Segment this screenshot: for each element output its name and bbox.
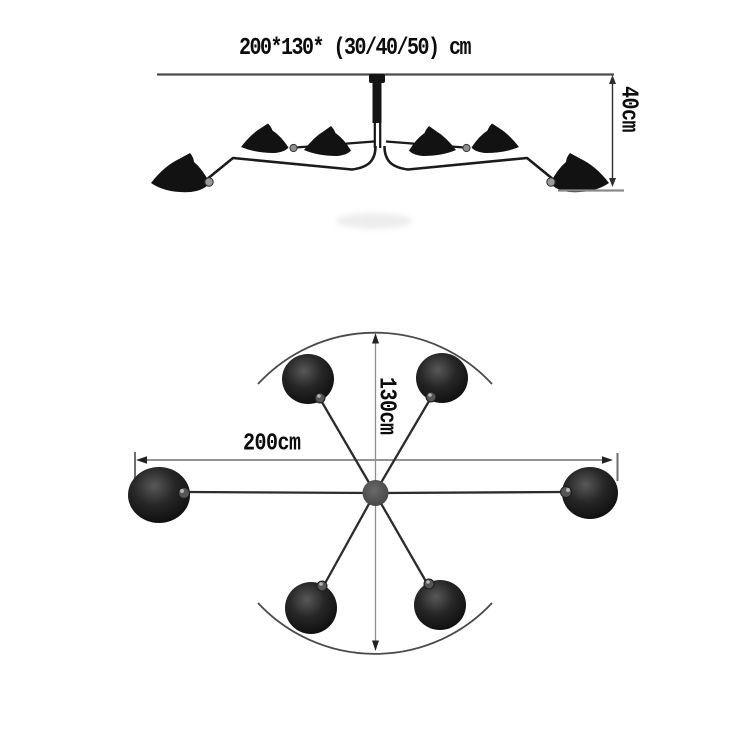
size-title-label: 200*130* (30/40/50) cm xyxy=(239,34,472,63)
plan-lamp-heads xyxy=(128,353,618,634)
lamp-shades-left xyxy=(151,123,351,193)
head-joint xyxy=(425,391,437,403)
faint-watermark-smudge xyxy=(336,213,412,229)
center-hub xyxy=(362,480,389,506)
lamp-head-ball xyxy=(285,582,337,634)
arm-joint-ball xyxy=(204,177,214,187)
swing-arc-bottom xyxy=(257,602,493,655)
arm-joint-ball xyxy=(289,143,298,153)
duckbill-shade-icon xyxy=(409,126,456,156)
plan-head-joints xyxy=(178,391,572,592)
dimension-arrow-left xyxy=(136,456,147,464)
arm-joint-ball xyxy=(546,177,556,187)
depth-dimension-label: 130cm xyxy=(372,377,400,435)
lamp-plan-view xyxy=(128,331,619,655)
head-joint xyxy=(560,486,572,498)
head-joint xyxy=(316,580,328,592)
lamp-head-ball xyxy=(128,467,190,523)
spoke-arm xyxy=(374,490,565,495)
dimension-arrow-down xyxy=(609,178,616,187)
duckbill-shade-icon xyxy=(241,123,289,153)
lamp-stem xyxy=(369,74,385,148)
duckbill-shade-icon xyxy=(471,123,519,153)
head-joint xyxy=(314,392,326,404)
dimension-arrow-right xyxy=(602,456,613,464)
arm-joint-ball xyxy=(462,143,471,153)
duckbill-shade-icon xyxy=(304,126,351,156)
swing-arc-top xyxy=(257,331,493,385)
dimension-arrow-down xyxy=(372,640,379,651)
spoke-arm xyxy=(321,492,377,588)
width-dimension-label: 200cm xyxy=(243,430,301,458)
plan-spokes xyxy=(187,395,565,588)
spoke-arm xyxy=(318,396,376,494)
spoke-arm xyxy=(187,490,376,495)
lamp-head-ball xyxy=(562,467,618,519)
head-joint xyxy=(178,487,190,499)
lamp-side-view xyxy=(151,73,624,229)
spoke-arm xyxy=(374,492,429,586)
width-dimension xyxy=(134,452,619,481)
dimension-arrow-up xyxy=(609,75,616,84)
height-dimension-label: 40cm xyxy=(614,86,642,133)
duckbill-shade-icon xyxy=(151,153,210,193)
lamp-arms-right xyxy=(383,123,609,193)
dimension-arrow-up xyxy=(372,333,379,344)
height-dimension xyxy=(558,75,624,192)
lamp-head-ball xyxy=(414,580,466,630)
head-joint xyxy=(423,578,435,590)
lamp-head-ball xyxy=(282,354,334,404)
lamp-head-ball xyxy=(416,353,468,403)
duckbill-shade-icon xyxy=(550,153,609,193)
spoke-arm xyxy=(374,395,433,494)
